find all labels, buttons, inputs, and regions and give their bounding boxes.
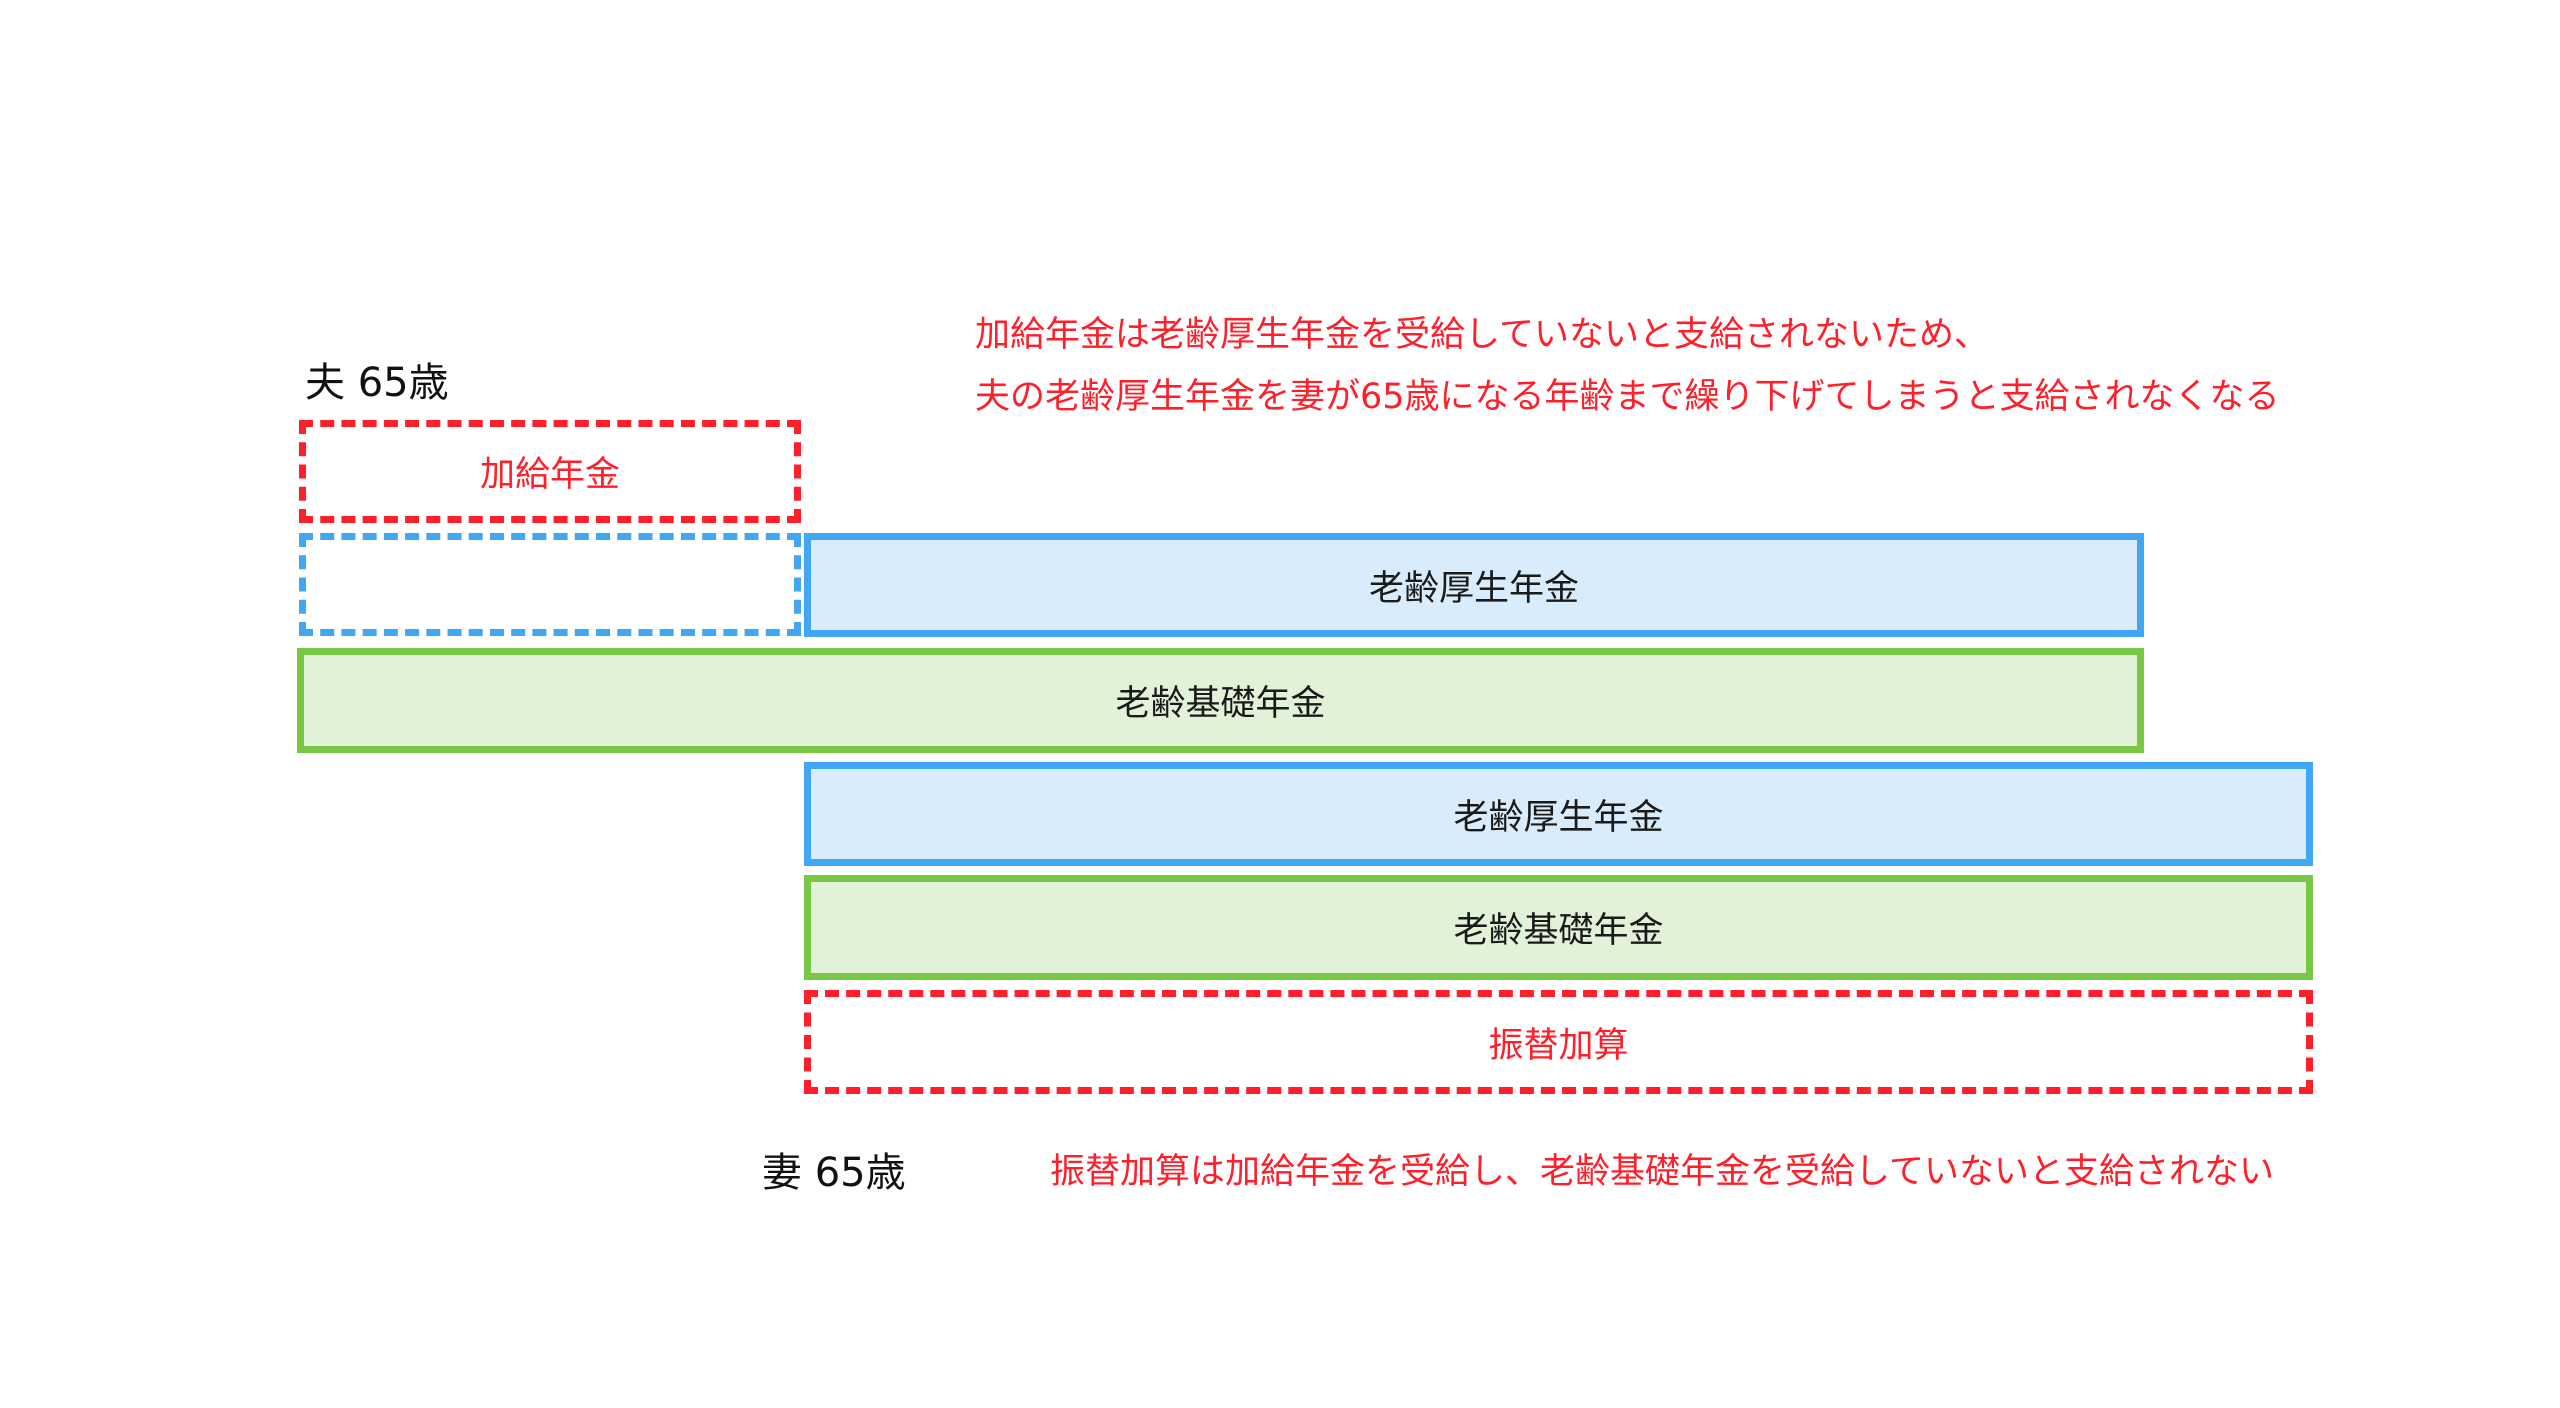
kiso-label: 老齢基礎年金	[1115, 684, 1326, 724]
kakyu-label: 加給年金	[479, 455, 620, 495]
wife-kosei-box: 老齢厚生年金	[804, 762, 2313, 866]
husband-kosei-box: 老齢厚生年金	[804, 533, 2144, 637]
wife-age-label: 妻 65歳	[762, 1150, 906, 1196]
husband-kakyu-box: 加給年金	[299, 420, 801, 523]
furikae-label: 振替加算	[1488, 1025, 1629, 1066]
husband-age-label: 夫 65歳	[305, 360, 449, 406]
wife-kiso-box: 老齢基礎年金	[804, 875, 2313, 980]
husband-kiso-box: 老齢基礎年金	[297, 648, 2144, 753]
kosei-label: 老齢厚生年金	[1453, 797, 1664, 838]
kakyu-note-line2: 夫の老齢厚生年金を妻が65歳になる年齢まで繰り下げてしまうと支給されなくなる	[975, 377, 2280, 417]
kosei-label: 老齢厚生年金	[1368, 568, 1579, 609]
wife-furikae-box: 振替加算	[804, 990, 2313, 1094]
furikae-note: 振替加算は加給年金を受給し、老齢基礎年金を受給していないと支給されない	[1050, 1152, 2274, 1192]
kiso-label: 老齢基礎年金	[1453, 911, 1664, 951]
husband-deferred-kosei-box	[299, 533, 801, 636]
kakyu-note-line1: 加給年金は老齢厚生年金を受給していないと支給されないため、	[975, 315, 1989, 355]
